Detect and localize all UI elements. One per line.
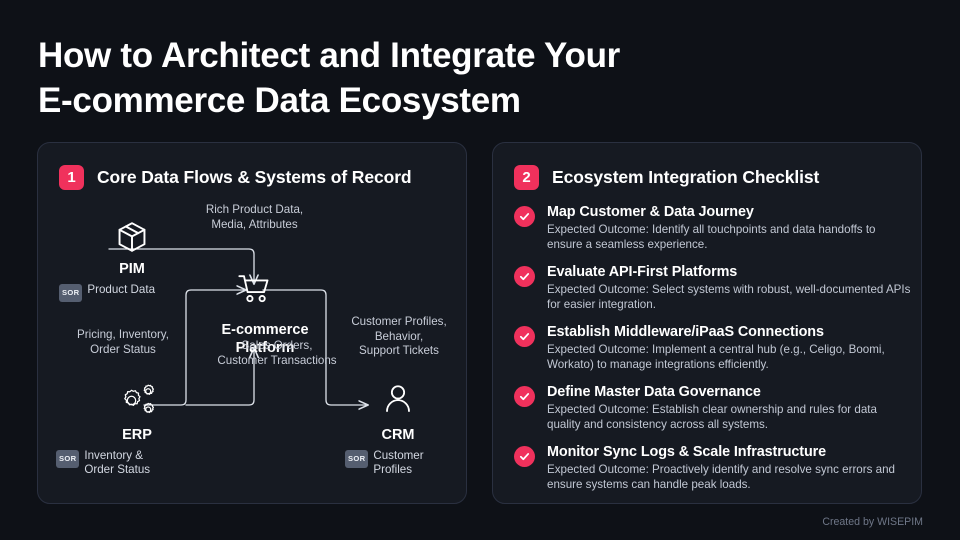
erp-label: ERP [122,427,152,443]
list-item-body: Monitor Sync Logs & Scale Infrastructure… [547,443,912,492]
crm-sor-text: Customer Profiles [373,449,424,476]
left-panel-header: 1 Core Data Flows & Systems of Record [59,165,412,190]
package-box-icon [118,222,146,252]
flow-label-platform-to-erp: Sales Orders, Customer Transactions [217,339,337,367]
list-item[interactable]: Establish Middleware/iPaaS Connections E… [514,323,912,372]
list-item[interactable]: Map Customer & Data Journey Expected Out… [514,203,912,252]
sor-badge-erp: SOR [56,450,80,468]
checklist: Map Customer & Data Journey Expected Out… [514,203,912,503]
list-item[interactable]: Evaluate API-First Platforms Expected Ou… [514,263,912,312]
core-data-flows-panel: 1 Core Data Flows & Systems of Record [37,142,467,504]
list-item-title: Map Customer & Data Journey [547,204,754,220]
list-item-desc: Expected Outcome: Implement a central hu… [547,343,885,371]
panel-number-badge-1: 1 [59,165,84,190]
crm-label: CRM [381,427,415,443]
crm-sor-row: SOR Customer Profiles [345,449,460,477]
list-item-title: Establish Middleware/iPaaS Connections [547,324,824,340]
list-item-title: Monitor Sync Logs & Scale Infrastructure [547,444,827,460]
left-panel-title: Core Data Flows & Systems of Record [97,167,412,187]
right-panel-header: 2 Ecosystem Integration Checklist [514,165,819,190]
sor-badge-crm: SOR [345,450,369,468]
pim-sor-row: SOR Product Data [59,283,209,302]
shopping-cart-icon [238,275,269,303]
sor-badge-pim: SOR [59,284,83,302]
right-panel-title: Ecosystem Integration Checklist [552,167,820,187]
list-item-body: Evaluate API-First Platforms Expected Ou… [547,263,912,312]
page-title: How to Architect and Integrate Your E-co… [38,36,620,120]
pim-sor-text: Product Data [87,283,156,296]
platform-label: E-commerce Platform [221,322,309,356]
data-flow-diagram: PIM SOR Product Data E-commerce Platform [38,143,468,505]
list-item-title: Define Master Data Governance [547,384,761,400]
list-item[interactable]: Define Master Data Governance Expected O… [514,383,912,432]
check-circle-icon [514,386,535,407]
list-item-desc: Expected Outcome: Identify all touchpoin… [547,223,876,251]
list-item-desc: Expected Outcome: Proactively identify a… [547,463,895,491]
list-item[interactable]: Monitor Sync Logs & Scale Infrastructure… [514,443,912,492]
erp-sor-row: SOR Inventory & Order Status [56,449,216,477]
user-person-icon [386,385,410,413]
flow-label-pim-to-platform: Rich Product Data, Media, Attributes [205,203,304,231]
diagram-connectors [108,248,468,505]
check-circle-icon [514,446,535,467]
integration-checklist-panel: 2 Ecosystem Integration Checklist Map Cu… [492,142,922,504]
list-item-body: Define Master Data Governance Expected O… [547,383,912,432]
erp-sor-text: Inventory & Order Status [84,449,151,476]
list-item-desc: Expected Outcome: Establish clear owners… [547,403,877,431]
list-item-desc: Expected Outcome: Select systems with ro… [547,283,911,311]
credit-footer: Created by WISEPIM [822,516,923,528]
list-item-body: Map Customer & Data Journey Expected Out… [547,203,912,252]
flow-label-erp-to-platform: Pricing, Inventory, Order Status [77,328,169,356]
flow-label-platform-to-crm: Customer Profiles, Behavior, Support Tic… [351,315,447,357]
gears-icon [124,384,155,414]
pim-label: PIM [119,261,145,277]
list-item-body: Establish Middleware/iPaaS Connections E… [547,323,912,372]
check-circle-icon [514,326,535,347]
list-item-title: Evaluate API-First Platforms [547,264,738,280]
check-circle-icon [514,206,535,227]
check-circle-icon [514,266,535,287]
panel-number-badge-2: 2 [514,165,539,190]
